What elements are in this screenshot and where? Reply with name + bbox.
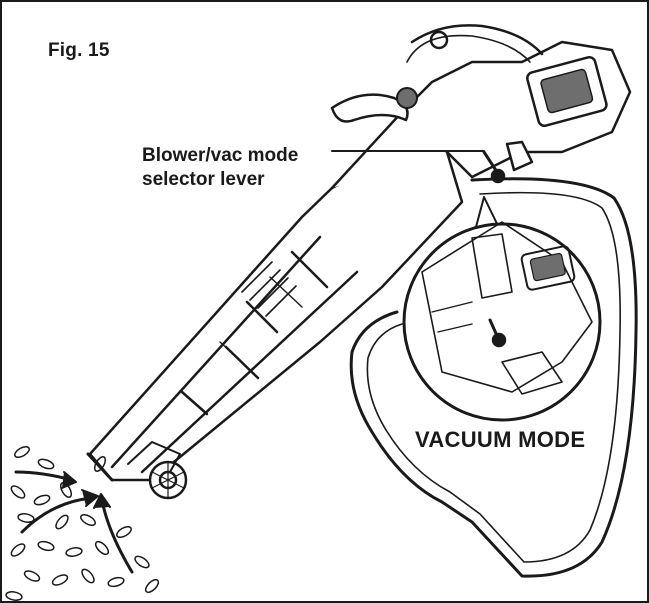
collection-bag-icon — [349, 177, 638, 578]
figure-label: Fig. 15 — [48, 40, 110, 61]
detail-magnifier-icon — [402, 196, 602, 422]
callout-line-2: selector lever — [142, 169, 265, 190]
leaf-pile-icon — [5, 445, 160, 601]
vacuum-mode-caption: VACUUM MODE — [415, 427, 586, 452]
wheel-icon — [148, 460, 188, 500]
selector-lever-callout: Blower/vac mode selector lever — [142, 144, 298, 192]
callout-line-1: Blower/vac mode — [142, 145, 299, 166]
airflow-arrow-icon — [14, 470, 134, 574]
